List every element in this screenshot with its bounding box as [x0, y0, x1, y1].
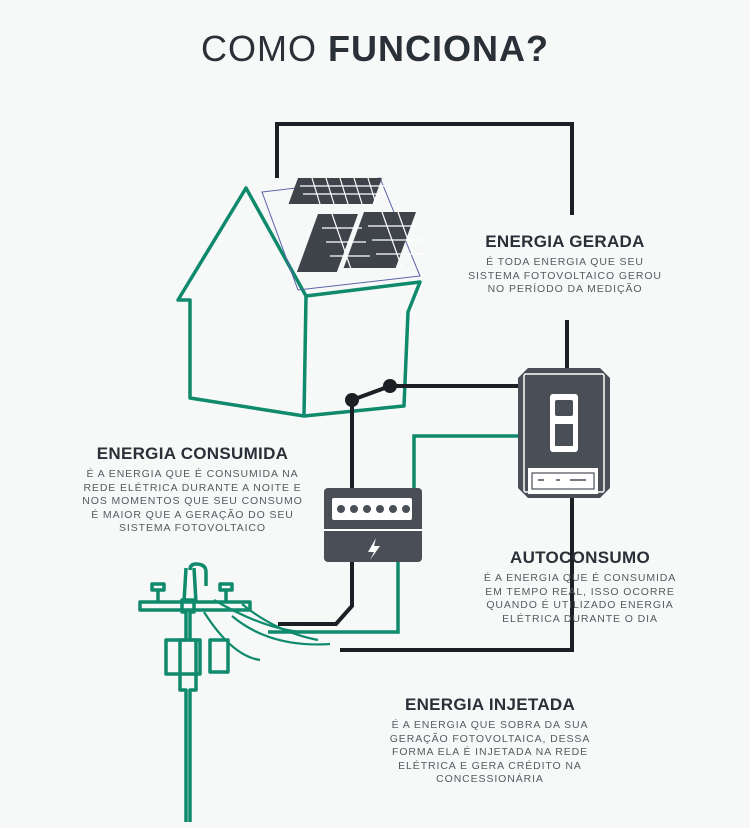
- label-energia-injetada-desc: É A ENERGIA QUE SOBRA DA SUA GERAÇÃO FOT…: [360, 719, 620, 787]
- desc-line: CONCESSIONÁRIA: [436, 773, 544, 785]
- label-energia-gerada-title: ENERGIA GERADA: [485, 232, 645, 251]
- desc-line: NO PERÍODO DA MEDIÇÃO: [487, 283, 643, 295]
- desc-line: SISTEMA FOTOVOLTAICO: [119, 522, 266, 534]
- desc-line: É A ENERGIA QUE É CONSUMIDA: [483, 572, 677, 584]
- desc-line: NOS MOMENTOS QUE SEU CONSUMO: [82, 495, 303, 507]
- label-autoconsumo: AUTOCONSUMO É A ENERGIA QUE É CONSUMIDA …: [460, 548, 700, 626]
- meter-icon: [324, 488, 422, 562]
- solar-panel-icon: [261, 177, 428, 291]
- desc-line: FORMA ELA É INJETADA NA REDE: [392, 746, 588, 758]
- label-energia-gerada: ENERGIA GERADA É TODA ENERGIA QUE SEU SI…: [440, 232, 690, 297]
- label-energia-injetada: ENERGIA INJETADA É A ENERGIA QUE SOBRA D…: [360, 695, 620, 787]
- desc-line: REDE ELÉTRICA DURANTE A NOITE E: [83, 481, 302, 494]
- desc-line: É MAIOR QUE A GERAÇÃO DO SEU: [91, 508, 294, 521]
- lightning-bolt-icon: [368, 538, 380, 560]
- label-energia-gerada-desc: É TODA ENERGIA QUE SEU SISTEMA FOTOVOLTA…: [440, 256, 690, 297]
- house-icon: [176, 186, 422, 418]
- junction-dot-left: [345, 393, 359, 407]
- label-energia-consumida: ENERGIA CONSUMIDA É A ENERGIA QUE É CONS…: [60, 444, 325, 536]
- label-energia-injetada-title: ENERGIA INJETADA: [404, 695, 576, 714]
- desc-line: EM TEMPO REAL, ISSO OCORRE: [485, 585, 675, 598]
- label-autoconsumo-desc: É A ENERGIA QUE É CONSUMIDA EM TEMPO REA…: [460, 572, 700, 626]
- desc-line: É TODA ENERGIA QUE SEU: [486, 256, 644, 268]
- desc-line: É A ENERGIA QUE É CONSUMIDA NA: [86, 468, 299, 480]
- green-wire-autoconsumo: [412, 434, 522, 488]
- utility-pole-icon: [138, 562, 252, 822]
- inverter-icon: [518, 368, 610, 498]
- title-bold: FUNCIONA?: [328, 28, 549, 69]
- wire-consumed: [278, 562, 354, 626]
- label-energia-consumida-title: ENERGIA CONSUMIDA: [96, 444, 289, 463]
- wire-injected: [340, 498, 574, 652]
- label-autoconsumo-title: AUTOCONSUMO: [510, 548, 650, 567]
- desc-line: ELÉTRICA DURANTE O DIA: [502, 612, 658, 625]
- desc-line: QUANDO É UTILIZADO ENERGIA: [486, 599, 674, 611]
- wire-green-meter-pole: [268, 562, 400, 634]
- title-light: COMO: [201, 28, 328, 69]
- generated-wire: [275, 122, 574, 215]
- label-energia-consumida-desc: É A ENERGIA QUE É CONSUMIDA NA REDE ELÉT…: [60, 468, 325, 536]
- desc-line: ELÉTRICA E GERA CRÉDITO NA: [398, 759, 582, 772]
- page-title: COMO FUNCIONA?: [0, 28, 750, 70]
- junction-dot-right: [383, 379, 397, 393]
- desc-line: GERAÇÃO FOTOVOLTAICA, DESSA: [389, 732, 591, 745]
- desc-line: É A ENERGIA QUE SOBRA DA SUA: [391, 719, 589, 731]
- desc-line: SISTEMA FOTOVOLTAICO GEROU: [468, 269, 662, 282]
